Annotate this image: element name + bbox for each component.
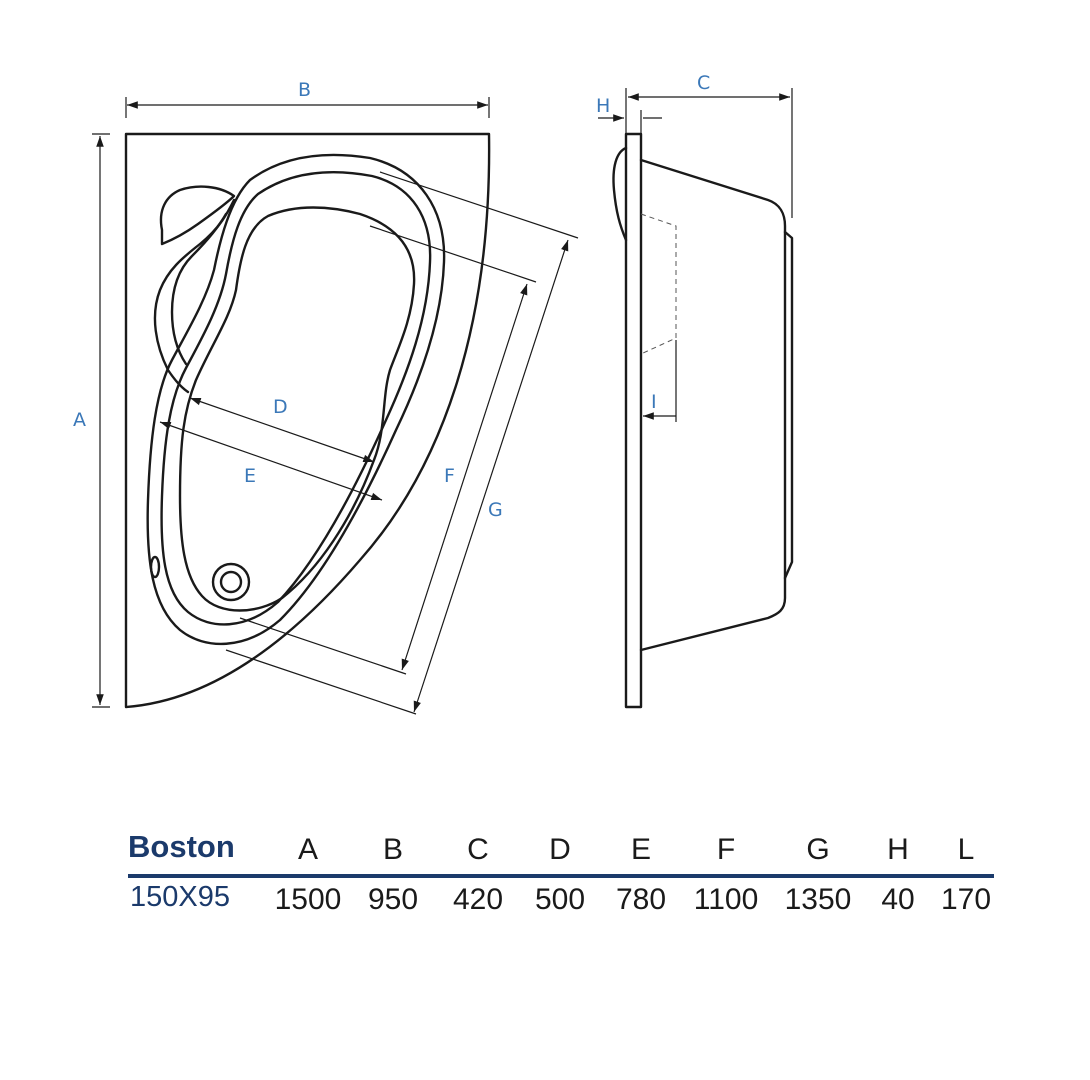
spec-table-row: 150X95 1500 950 420 500 780 1100 1350 40… <box>128 879 994 927</box>
model-variant: 150X95 <box>130 881 230 913</box>
dim-g-label: G <box>488 499 503 521</box>
col-header-e: E <box>630 833 652 866</box>
dim-e-label: E <box>244 465 256 487</box>
top-view-basin-inner <box>160 171 432 626</box>
dim-f-line <box>401 283 528 671</box>
value-l: 170 <box>940 883 992 916</box>
col-header-d: D <box>549 833 571 866</box>
value-a: 1500 <box>274 883 342 916</box>
dim-c-label: C <box>697 72 710 94</box>
side-view: C H I <box>596 72 794 709</box>
value-h: 40 <box>881 883 915 916</box>
bathtub-technical-drawing: A B D E F G <box>73 72 794 715</box>
dim-g-line <box>413 239 569 713</box>
value-f: 1100 <box>693 883 759 916</box>
col-header-g: G <box>806 833 830 866</box>
top-view-basin-floor <box>178 206 416 612</box>
col-header-f: F <box>716 833 736 866</box>
model-name: Boston <box>128 829 235 864</box>
dim-e-line <box>159 421 383 501</box>
value-e: 780 <box>615 883 667 916</box>
dim-d-label: D <box>273 396 288 418</box>
side-view-support <box>783 230 794 580</box>
top-view-outer-rim <box>124 132 491 709</box>
top-view: A B D E F G <box>73 79 579 715</box>
top-view-drain-outer <box>211 562 251 602</box>
col-header-b: B <box>382 833 404 866</box>
table-header-rule <box>128 874 994 878</box>
top-view-drain-inner <box>219 570 243 594</box>
side-view-body <box>639 158 787 652</box>
value-d: 500 <box>534 883 586 916</box>
spec-table: Boston A B C D E F G H L 150X95 1500 950… <box>128 825 994 927</box>
dim-a-label: A <box>73 409 86 431</box>
value-c: 420 <box>452 883 504 916</box>
col-header-a: A <box>297 833 319 866</box>
dim-b-label: B <box>298 79 311 101</box>
side-view-rim <box>624 132 643 709</box>
value-g: 1350 <box>784 883 852 916</box>
dim-h-label: H <box>596 95 610 117</box>
dim-i-label: I <box>651 391 657 413</box>
col-header-c: C <box>467 833 489 866</box>
dim-f-label: F <box>444 465 455 487</box>
top-view-basin-rim <box>146 153 446 646</box>
side-view-hidden-seat <box>640 213 677 355</box>
top-view-headrest <box>159 185 236 246</box>
col-header-l: L <box>957 833 975 866</box>
value-b: 950 <box>367 883 419 916</box>
col-header-h: H <box>887 833 909 866</box>
top-view-seat-inner <box>170 212 228 366</box>
spec-table-header: Boston A B C D E F G H L <box>128 825 994 878</box>
side-view-headrest <box>612 146 628 242</box>
top-view-overflow <box>149 555 161 579</box>
top-view-seat-edge <box>153 198 236 394</box>
